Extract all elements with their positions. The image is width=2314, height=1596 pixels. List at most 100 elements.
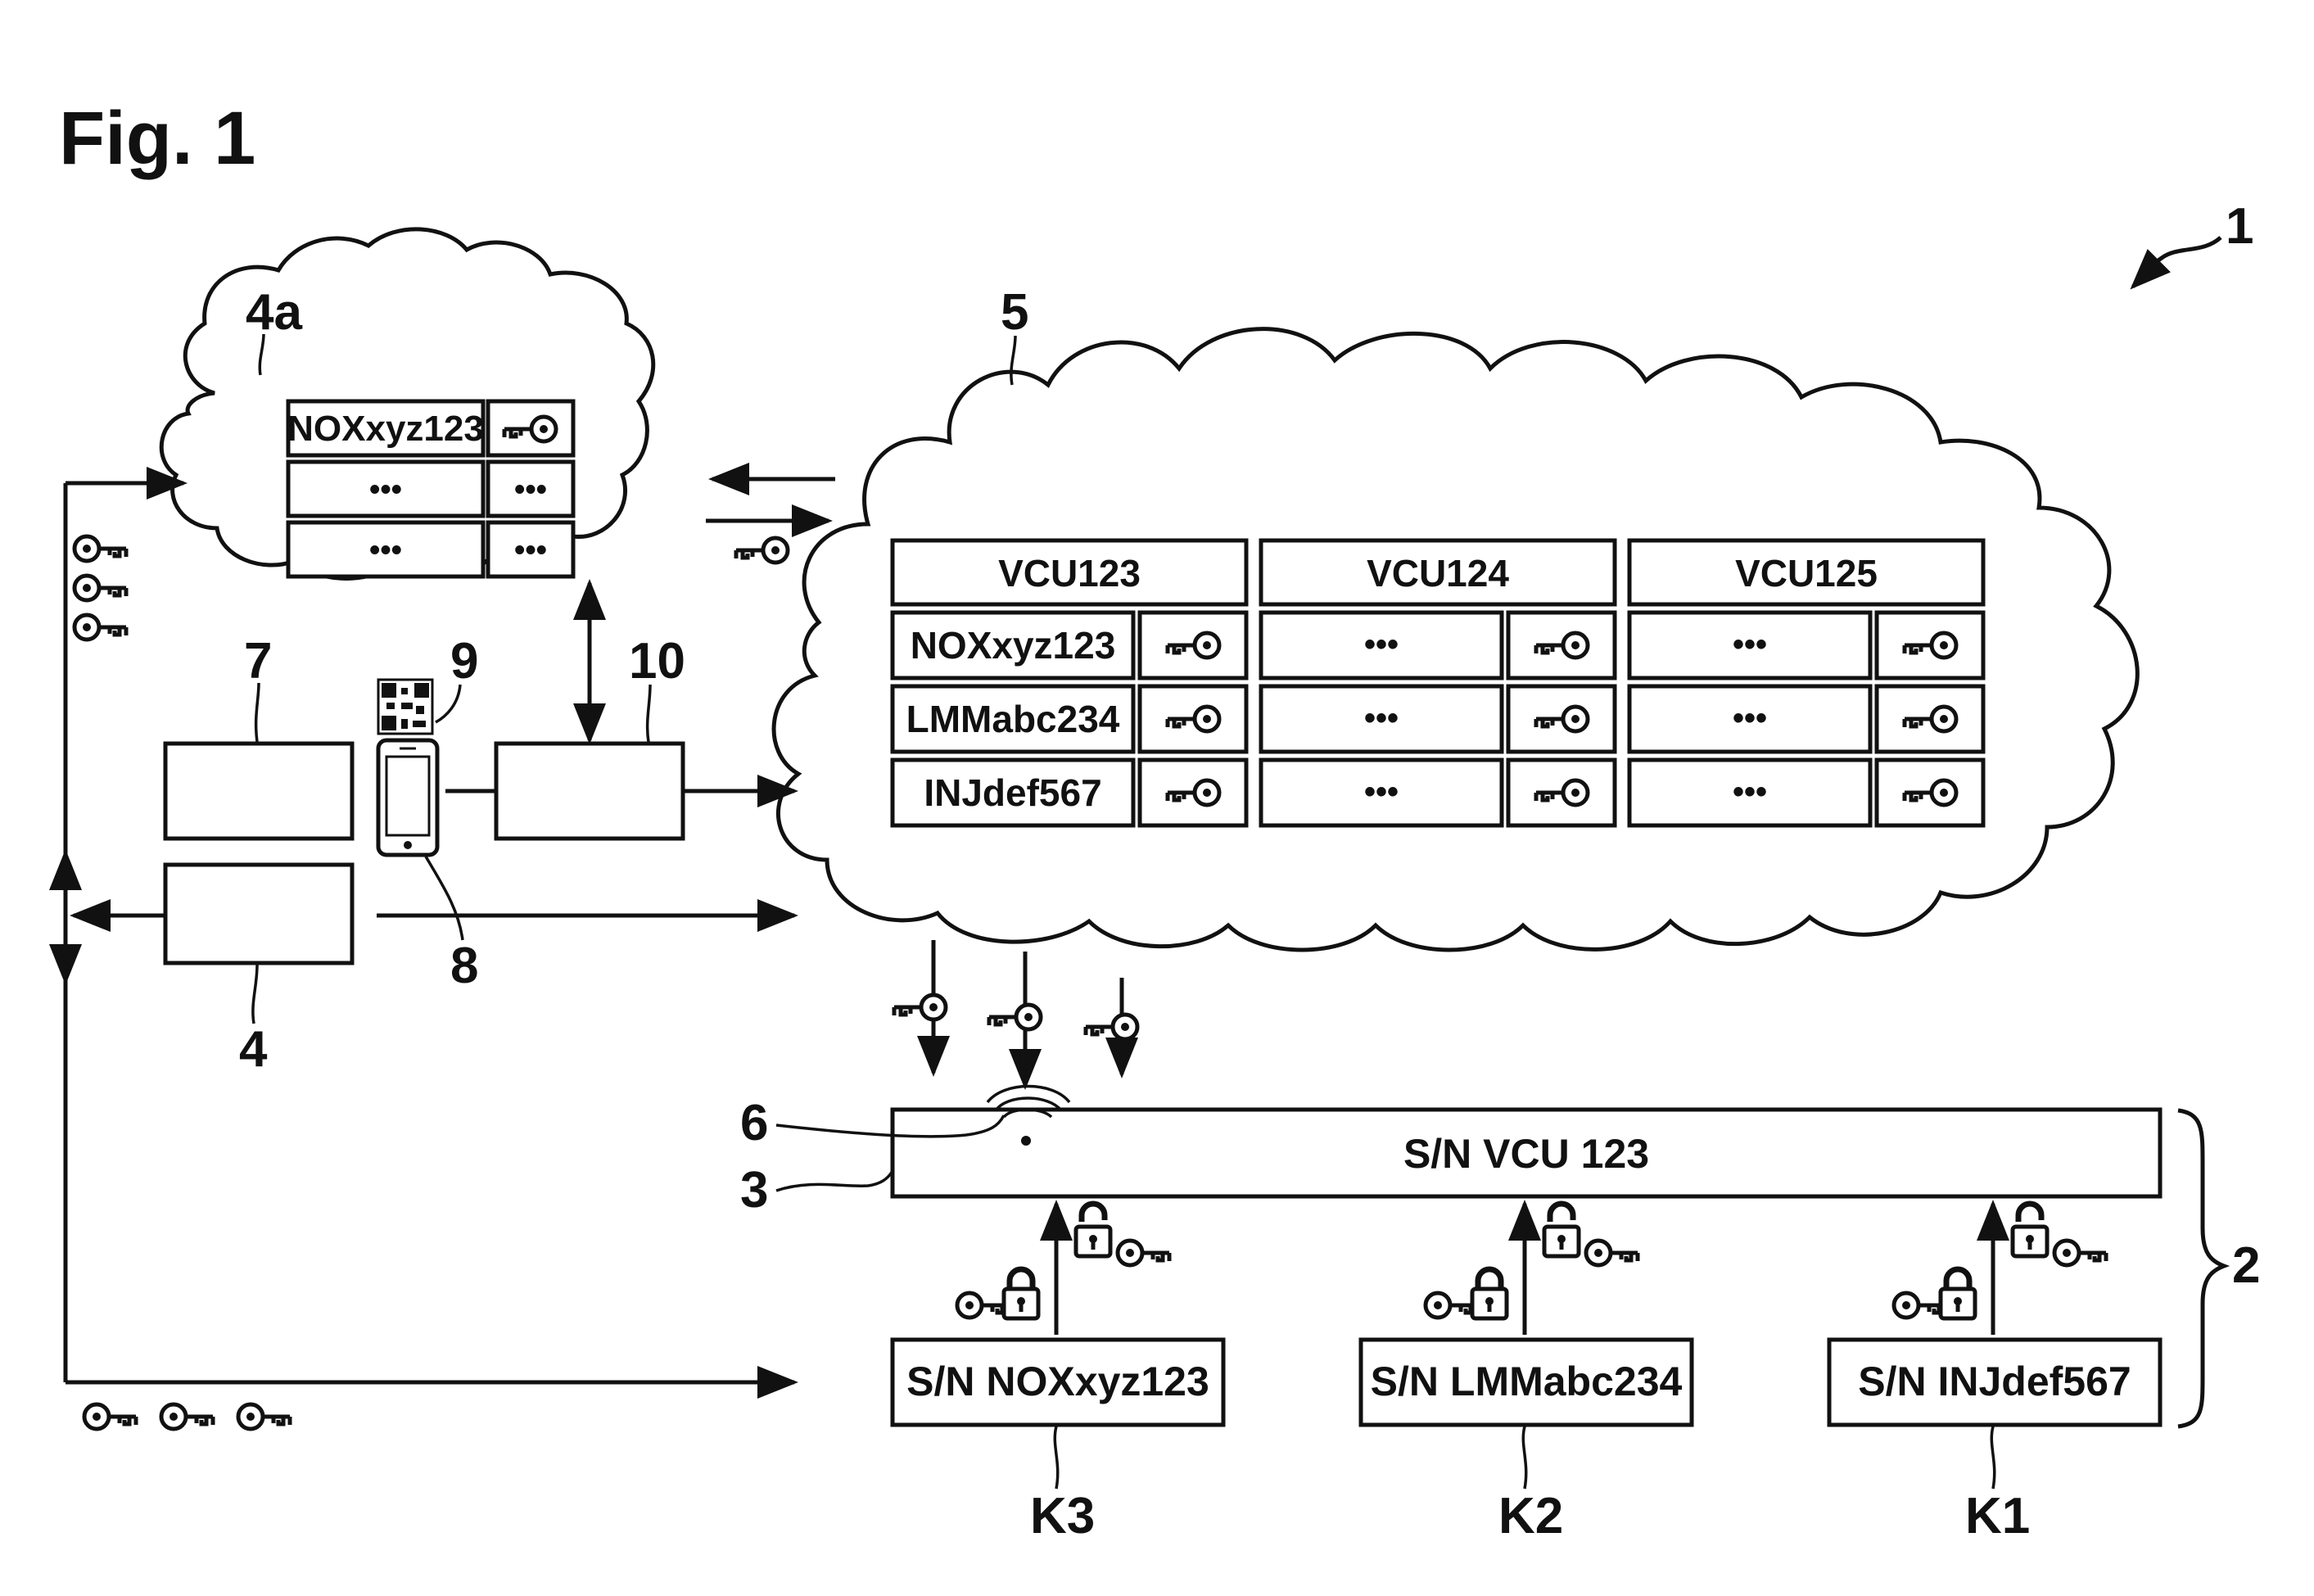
key-icon bbox=[989, 1005, 1041, 1029]
component-box-k3 bbox=[890, 1337, 1226, 1427]
key-icon bbox=[1586, 1241, 1638, 1265]
small-table-cell bbox=[286, 520, 486, 579]
table-id: LMMabc234 bbox=[906, 698, 1120, 740]
padlock-closed-icon bbox=[1004, 1269, 1038, 1318]
table-header-vcu124: VCU124 bbox=[1367, 552, 1509, 595]
table-id-cell bbox=[890, 757, 1136, 828]
table-header-cell bbox=[1627, 538, 1986, 607]
ref-label-antenna: 6 bbox=[740, 1095, 768, 1151]
server-box-4 bbox=[163, 862, 355, 965]
table-header-vcu123: VCU123 bbox=[998, 552, 1141, 595]
table-key-cell bbox=[1874, 610, 1986, 680]
k2-leader bbox=[1521, 1426, 1528, 1490]
phone-leader bbox=[424, 856, 464, 941]
table-id: ••• bbox=[1364, 626, 1399, 662]
ref-label-cloud-small: 4a bbox=[246, 284, 302, 341]
key-icon bbox=[2054, 1241, 2106, 1265]
cloud-small-leader bbox=[258, 333, 265, 376]
ref-label-k3: K3 bbox=[1030, 1488, 1095, 1544]
key-icon bbox=[1426, 1293, 1477, 1318]
ref-label-vcu: 3 bbox=[740, 1162, 768, 1218]
ref-label-k2: K2 bbox=[1498, 1488, 1563, 1544]
padlock-open-icon bbox=[2013, 1204, 2047, 1256]
padlock-open-icon bbox=[1076, 1204, 1110, 1256]
table-id: ••• bbox=[1364, 774, 1399, 810]
table-header-cell bbox=[890, 538, 1249, 607]
small-table-key: ••• bbox=[514, 472, 547, 507]
table-id-cell bbox=[1259, 610, 1504, 680]
figure-title: Fig. 1 bbox=[59, 97, 255, 180]
ref-label-vehicle: 2 bbox=[2232, 1237, 2260, 1294]
key-icon bbox=[894, 995, 946, 1020]
component-label-k3: S/N NOXxyz123 bbox=[906, 1359, 1209, 1404]
key-icon bbox=[84, 1404, 136, 1429]
table-id: ••• bbox=[1733, 626, 1767, 662]
table-id-cell bbox=[1627, 757, 1873, 828]
device-box-10 bbox=[494, 741, 685, 841]
table-id-cell bbox=[1259, 757, 1504, 828]
table-id-cell bbox=[890, 610, 1136, 680]
cloud-large-leader bbox=[1010, 335, 1017, 386]
table-id: ••• bbox=[1364, 700, 1399, 736]
ref-label-cloud-large: 5 bbox=[1001, 284, 1028, 341]
table-id: ••• bbox=[1733, 774, 1767, 810]
key-icon bbox=[736, 538, 788, 563]
box10-leader bbox=[645, 684, 652, 743]
box7-leader bbox=[254, 682, 260, 743]
padlock-closed-icon bbox=[1472, 1269, 1507, 1318]
table-id: INJdef567 bbox=[924, 771, 1101, 814]
server-leader bbox=[251, 964, 259, 1024]
small-table-cell bbox=[486, 520, 576, 579]
ref-label-k1: K1 bbox=[1965, 1488, 2030, 1544]
table-id-cell bbox=[1259, 684, 1504, 754]
component-label-k1: S/N INJdef567 bbox=[1858, 1359, 2131, 1404]
key-icon bbox=[1894, 1293, 1946, 1318]
table-id: ••• bbox=[1733, 700, 1767, 736]
k3-leader bbox=[1053, 1426, 1060, 1490]
device-box-7 bbox=[163, 741, 355, 841]
ref-label-qr: 9 bbox=[450, 633, 478, 689]
small-table-id: NOXxyz123 bbox=[287, 409, 484, 449]
table-id-cell bbox=[1627, 684, 1873, 754]
vcu-leader bbox=[775, 1170, 894, 1192]
ref-label-phone: 8 bbox=[450, 938, 478, 994]
smartphone-icon bbox=[376, 738, 440, 857]
component-box-k1 bbox=[1827, 1337, 2163, 1427]
small-table-id: ••• bbox=[369, 472, 402, 507]
key-icon bbox=[1118, 1241, 1169, 1265]
key-icon bbox=[238, 1404, 290, 1429]
wireless-icon bbox=[986, 1084, 1071, 1146]
table-id-cell bbox=[890, 684, 1136, 754]
table-header-cell bbox=[1259, 538, 1617, 607]
padlock-open-icon bbox=[1544, 1204, 1579, 1256]
small-table-cell bbox=[286, 399, 486, 458]
padlock-closed-icon bbox=[1941, 1269, 1975, 1318]
vcu-bar bbox=[890, 1107, 2163, 1199]
ref-label-box10: 10 bbox=[629, 633, 685, 689]
k1-leader bbox=[1990, 1426, 1996, 1490]
small-cloud-outline bbox=[159, 227, 656, 581]
key-icon bbox=[75, 615, 126, 640]
ref-label-server: 4 bbox=[239, 1021, 268, 1078]
system-leader-arrow bbox=[2130, 236, 2222, 290]
key-icon bbox=[1086, 1015, 1137, 1039]
large-cloud-outline bbox=[771, 327, 2140, 952]
small-table-cell bbox=[286, 459, 486, 518]
key-icon bbox=[75, 536, 126, 561]
key-icon bbox=[161, 1404, 213, 1429]
small-table-id: ••• bbox=[369, 533, 402, 567]
ref-label-box7: 7 bbox=[244, 633, 272, 689]
component-box-k2 bbox=[1358, 1337, 1694, 1427]
component-label-k2: S/N LMMabc234 bbox=[1371, 1359, 1683, 1404]
antenna-leader bbox=[775, 1114, 1006, 1138]
table-id-cell bbox=[1627, 610, 1873, 680]
key-icon bbox=[75, 576, 126, 600]
qr-leader bbox=[435, 684, 462, 724]
small-table-key: ••• bbox=[514, 533, 547, 567]
qr-code-icon bbox=[377, 678, 434, 735]
table-id: NOXxyz123 bbox=[911, 624, 1116, 667]
small-table-cell bbox=[486, 459, 576, 518]
key-icon bbox=[957, 1293, 1009, 1318]
ref-label-system: 1 bbox=[2226, 198, 2253, 255]
